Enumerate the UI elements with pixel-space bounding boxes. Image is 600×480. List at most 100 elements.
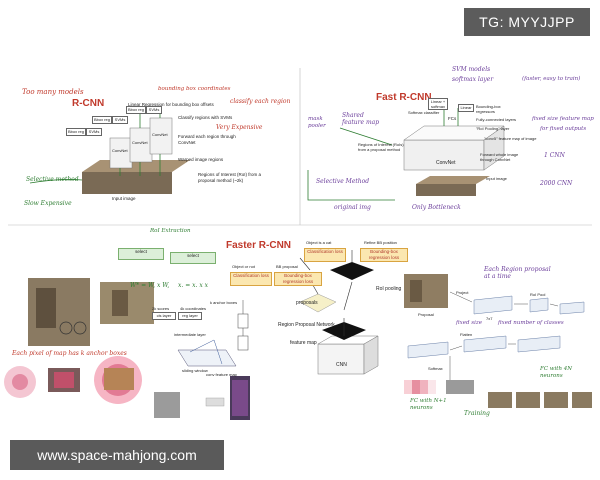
faster-title: Faster R-CNN: [226, 240, 292, 251]
fast-original-img: original img: [334, 204, 371, 211]
pipeline-flatten: Flatten: [460, 332, 473, 337]
rcnn-bbox-box-1: Bbox reg: [66, 128, 86, 136]
rcnn-title: R-CNN: [72, 98, 105, 109]
fast-linear: Linear: [458, 104, 474, 112]
faster-roi-extraction: RoI Extraction: [150, 228, 191, 234]
fast-bbox-regressors: Bounding-box regressors: [476, 104, 501, 114]
fast-one-cnn: 1 CNN: [544, 152, 565, 159]
faster-bbox-loss-top: Bounding-box regression loss: [360, 248, 408, 262]
pipeline-fc-four: FC with 4N neurons: [540, 366, 573, 379]
rcnn-input-image: [82, 172, 172, 194]
pipeline-thumbs: [488, 392, 592, 408]
faster-intermediate: intermediate layer: [174, 332, 206, 337]
fast-rois: Regions of Interest (RoIs) from a propos…: [358, 142, 404, 152]
pipeline-fc-nclass: FC with N+1 neurons: [410, 398, 447, 411]
pipeline-slabs: [407, 295, 585, 359]
faster-two-k: 2k scores: [152, 306, 170, 311]
rcnn-svm-box-3: SVMs: [146, 106, 162, 114]
faster-bbox-loss: Bounding-box regression loss: [274, 272, 322, 286]
rcnn-convnet-cubes: [109, 117, 173, 169]
faster-cls-layer: cls layer: [152, 312, 176, 320]
rcnn-input-top: [82, 160, 190, 172]
class-strip-left: [404, 380, 436, 394]
fast-roi-pooling: "RoI Pooling" layer: [476, 126, 510, 131]
fast-fcs: FCs: [448, 116, 457, 121]
rcnn-selective-arrow: [29, 179, 83, 184]
faster-classification-loss: Classification loss: [230, 272, 272, 286]
faster-conv-feature: conv feature map: [206, 372, 237, 377]
pipeline-fixed-number: fixed number of classes: [498, 320, 564, 326]
pipeline-project: Project: [456, 290, 469, 295]
rcnn-svm-box-2: SVMs: [112, 116, 128, 124]
faster-cnn: CNN: [336, 362, 347, 368]
faster-rpn: Region Proposal Network: [278, 322, 335, 328]
fast-faster-easy: (faster, easy to train): [522, 76, 581, 82]
faster-per-anchor: Each pixel of map has k anchor boxes: [12, 350, 127, 357]
rcnn-slow: Slow Expensive: [24, 200, 72, 207]
rcnn-convnet-2: ConvNet: [132, 140, 148, 145]
rcnn-too-many-models: Too many models: [22, 88, 84, 96]
faster-select-box-right: select: [170, 252, 216, 264]
faster-four-k: 4k coordinates: [180, 306, 207, 311]
rcnn-bbox-box-3: Bbox reg: [126, 106, 146, 114]
fast-two-thousand: 2000 CNN: [540, 180, 573, 187]
faster-roi-map: [330, 262, 374, 280]
faster-bb-proposal: BB proposal: [276, 264, 298, 269]
faster-refine-bb: Refine BB position: [364, 240, 397, 245]
fast-input-label: Input image: [486, 176, 507, 181]
rcnn-linear-regression: Linear Regression for bounding box offse…: [128, 102, 214, 107]
rcnn-very-expensive: Very Expensive: [216, 124, 263, 131]
faster-roi-pooling: RoI pooling: [376, 286, 402, 292]
pipeline-training: Training: [464, 410, 490, 417]
rcnn-classify-each: classify each region: [230, 98, 291, 105]
pipeline-proposal: Proposal: [418, 312, 434, 317]
faster-arrows: [299, 250, 353, 336]
rcnn-convnet-3: ConvNet: [152, 132, 168, 137]
rcnn-rois: Regions of Interest (RoI) from a proposa…: [198, 172, 262, 183]
fast-convnet-block: [403, 139, 485, 171]
fast-mask-pooler: mask pooler: [308, 116, 326, 129]
pipeline-each-region: Each Region proposal at a time: [484, 266, 551, 280]
fast-linear-softmax: Linear + softmax: [428, 98, 448, 110]
faster-proposals: proposals: [296, 300, 318, 306]
fast-title: Fast R-CNN: [376, 92, 432, 103]
fast-softmax-layer: softmax layer: [452, 76, 494, 83]
faster-k-anchor: k anchor boxes: [210, 300, 238, 305]
class-strip-mid: [446, 380, 474, 394]
rcnn-bbox-box-2: Bbox reg: [92, 116, 112, 124]
pipeline-roi-pool: RoI Pool: [530, 292, 546, 297]
faster-equation-w: W* = W, x W,: [130, 282, 170, 289]
fast-forward-whole: Forward whole image through ConvNet: [480, 152, 519, 162]
fast-fc-layers: Fully-connected layers: [476, 117, 517, 122]
pipeline-softmax: Softmax: [428, 366, 443, 371]
fast-conv-feature: "conv5" feature map of image: [484, 136, 537, 141]
site-watermark: www.space-mahjong.com: [10, 440, 224, 470]
faster-cnn-block: [317, 335, 379, 375]
faster-sliding-window: sliding window: [182, 368, 208, 373]
rcnn-classify-svm: Classify regions with SVMs: [178, 115, 233, 120]
faster-feature-map: feature map: [290, 340, 317, 346]
pipeline-fixed-size: fixed size: [456, 320, 483, 326]
faster-select-box-left: select: [118, 248, 164, 260]
fast-fixed-size: fixed size feature map: [532, 116, 594, 122]
sliding-window-plane: [177, 349, 237, 367]
faster-rpn-plane: [299, 293, 337, 313]
rcnn-bbox-coords: bounding box coordinates: [158, 86, 231, 92]
fast-svm-models: SVM models: [452, 66, 491, 73]
fast-input-image: [416, 184, 476, 196]
telegram-watermark: TG: MYYJJPP: [464, 8, 590, 36]
faster-classification-loss-top: Classification loss: [304, 248, 346, 262]
rcnn-forward-each: Forward each region through ConvNet: [178, 134, 236, 145]
pipeline-seven-by: 7x7: [486, 316, 493, 321]
fast-softmax-classifier: Softmax classifier: [408, 110, 440, 115]
rcnn-convnet-1: ConvNet: [112, 148, 128, 153]
fast-bottleneck: Only Bottleneck: [412, 204, 461, 211]
rcnn-selective: Selective method: [26, 176, 79, 183]
pipeline-arrows: [449, 291, 559, 380]
faster-object-or-not: Object or not: [232, 264, 255, 269]
rcnn-input-label: Input image: [112, 196, 136, 201]
fast-convnet: ConvNet: [436, 160, 456, 166]
fast-for-fixed: for fixed outputs: [540, 126, 587, 132]
faster-object-is: Object is a cat: [306, 240, 332, 245]
